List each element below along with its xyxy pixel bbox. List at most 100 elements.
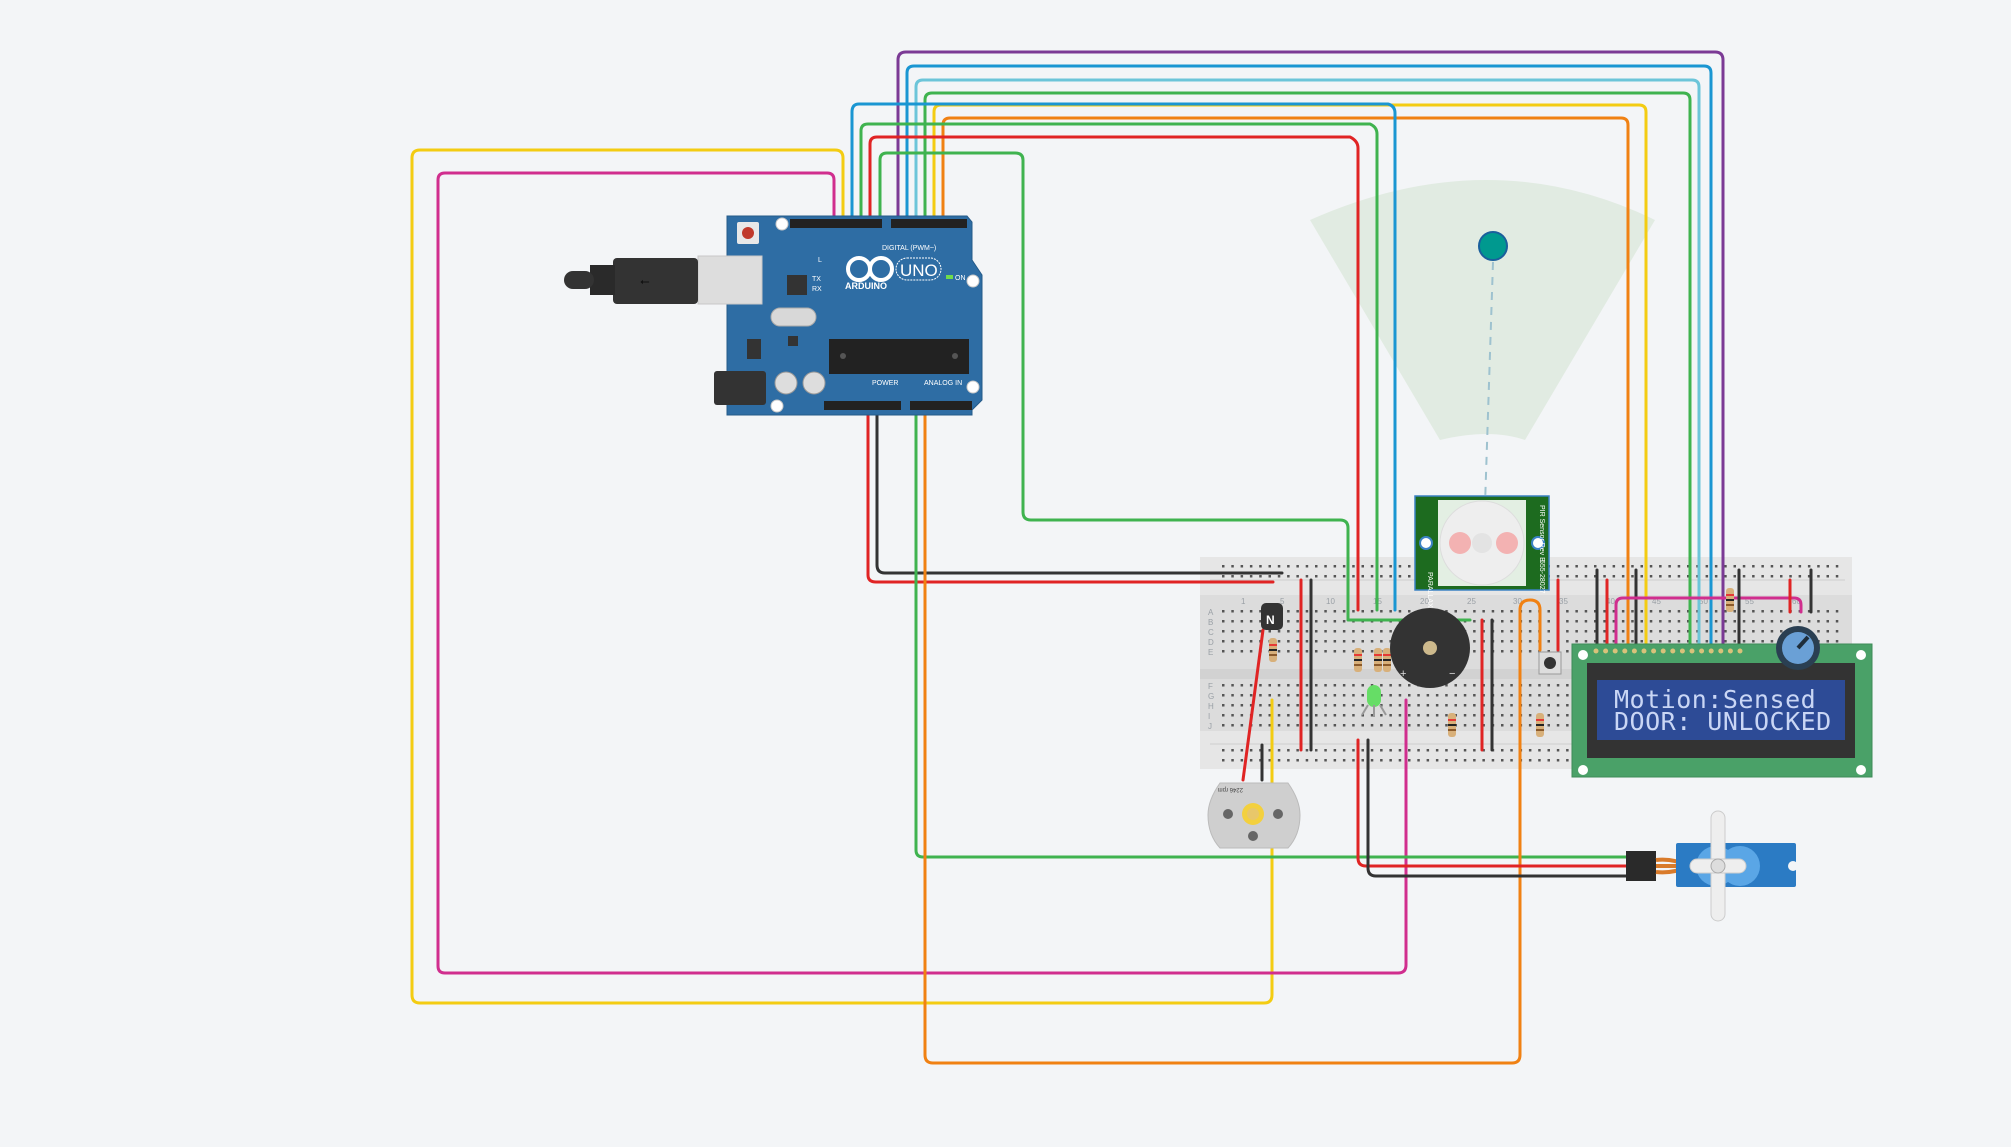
resistor[interactable]: [1448, 713, 1456, 737]
breadboard-hole[interactable]: [1454, 749, 1458, 752]
breadboard-hole[interactable]: [1398, 694, 1402, 697]
breadboard-hole[interactable]: [1268, 749, 1272, 752]
breadboard-hole[interactable]: [1780, 565, 1783, 568]
breadboard-hole[interactable]: [1705, 575, 1709, 578]
breadboard-hole[interactable]: [1594, 640, 1597, 643]
breadboard-hole[interactable]: [1807, 620, 1811, 623]
breadboard-hole[interactable]: [1361, 630, 1365, 633]
breadboard-hole[interactable]: [1296, 694, 1299, 697]
breadboard-hole[interactable]: [1603, 610, 1606, 613]
breadboard-hole[interactable]: [1380, 714, 1383, 717]
breadboard-hole[interactable]: [1315, 714, 1318, 717]
breadboard-hole[interactable]: [1342, 630, 1346, 633]
breadboard-hole[interactable]: [1547, 630, 1551, 633]
breadboard-hole[interactable]: [1305, 759, 1309, 762]
breadboard-hole[interactable]: [1528, 694, 1532, 697]
breadboard-hole[interactable]: [1594, 620, 1597, 623]
breadboard-hole[interactable]: [1259, 694, 1262, 697]
breadboard-hole[interactable]: [1408, 575, 1411, 578]
breadboard-hole[interactable]: [1835, 630, 1839, 633]
breadboard-hole[interactable]: [1649, 620, 1653, 623]
breadboard-hole[interactable]: [1501, 759, 1504, 762]
breadboard-hole[interactable]: [1240, 684, 1244, 687]
breadboard-hole[interactable]: [1789, 575, 1792, 578]
breadboard-hole[interactable]: [1352, 610, 1355, 613]
breadboard-hole[interactable]: [1222, 704, 1225, 707]
breadboard-hole[interactable]: [1807, 610, 1811, 613]
breadboard-hole[interactable]: [1649, 640, 1653, 643]
breadboard-hole[interactable]: [1482, 640, 1485, 643]
breadboard-hole[interactable]: [1342, 575, 1346, 578]
breadboard-hole[interactable]: [1389, 565, 1392, 568]
breadboard-hole[interactable]: [1454, 610, 1458, 613]
breadboard-hole[interactable]: [1566, 575, 1569, 578]
breadboard-hole[interactable]: [1668, 565, 1671, 568]
breadboard-hole[interactable]: [1305, 704, 1309, 707]
breadboard-hole[interactable]: [1268, 630, 1272, 633]
breadboard-hole[interactable]: [1296, 630, 1299, 633]
breadboard-hole[interactable]: [1435, 724, 1439, 727]
breadboard-hole[interactable]: [1445, 759, 1448, 762]
breadboard-hole[interactable]: [1249, 575, 1253, 578]
breadboard-hole[interactable]: [1417, 724, 1420, 727]
breadboard-hole[interactable]: [1296, 759, 1299, 762]
breadboard-hole[interactable]: [1277, 724, 1281, 727]
breadboard-hole[interactable]: [1584, 565, 1588, 568]
breadboard-hole[interactable]: [1594, 575, 1597, 578]
breadboard-hole[interactable]: [1380, 749, 1383, 752]
breadboard-hole[interactable]: [1501, 650, 1504, 653]
breadboard-hole[interactable]: [1380, 724, 1383, 727]
lcd-pin[interactable]: [1699, 648, 1705, 654]
breadboard-hole[interactable]: [1761, 630, 1764, 633]
breadboard-hole[interactable]: [1575, 610, 1578, 613]
breadboard-hole[interactable]: [1240, 610, 1244, 613]
breadboard-hole[interactable]: [1501, 714, 1504, 717]
breadboard-hole[interactable]: [1342, 694, 1346, 697]
breadboard-hole[interactable]: [1342, 610, 1346, 613]
lcd-pin[interactable]: [1737, 648, 1743, 654]
breadboard-hole[interactable]: [1277, 714, 1281, 717]
breadboard-hole[interactable]: [1556, 575, 1560, 578]
breadboard-hole[interactable]: [1324, 620, 1327, 623]
breadboard-hole[interactable]: [1621, 620, 1625, 623]
breadboard-hole[interactable]: [1556, 749, 1560, 752]
breadboard-hole[interactable]: [1380, 694, 1383, 697]
breadboard-hole[interactable]: [1631, 620, 1634, 623]
breadboard-hole[interactable]: [1222, 684, 1225, 687]
breadboard-hole[interactable]: [1621, 610, 1625, 613]
breadboard-hole[interactable]: [1240, 724, 1244, 727]
resistor[interactable]: [1383, 648, 1391, 672]
breadboard-hole[interactable]: [1714, 640, 1718, 643]
breadboard-hole[interactable]: [1752, 630, 1755, 633]
breadboard-hole[interactable]: [1482, 620, 1485, 623]
breadboard-hole[interactable]: [1454, 759, 1458, 762]
breadboard-hole[interactable]: [1277, 704, 1281, 707]
breadboard-hole[interactable]: [1222, 724, 1225, 727]
lcd-pin[interactable]: [1631, 648, 1637, 654]
breadboard-hole[interactable]: [1649, 565, 1653, 568]
breadboard-hole[interactable]: [1389, 575, 1392, 578]
breadboard-hole[interactable]: [1296, 684, 1299, 687]
breadboard-hole[interactable]: [1380, 640, 1383, 643]
breadboard-hole[interactable]: [1631, 575, 1634, 578]
breadboard-hole[interactable]: [1556, 565, 1560, 568]
breadboard-hole[interactable]: [1352, 575, 1355, 578]
breadboard-hole[interactable]: [1287, 684, 1290, 687]
breadboard-hole[interactable]: [1342, 650, 1346, 653]
breadboard-hole[interactable]: [1315, 759, 1318, 762]
breadboard-hole[interactable]: [1333, 575, 1337, 578]
breadboard-hole[interactable]: [1231, 724, 1234, 727]
breadboard-hole[interactable]: [1305, 684, 1309, 687]
breadboard-hole[interactable]: [1649, 610, 1653, 613]
dc-motor[interactable]: 2246 rpm: [1207, 782, 1301, 849]
breadboard-hole[interactable]: [1315, 620, 1318, 623]
breadboard-hole[interactable]: [1324, 749, 1327, 752]
breadboard-hole[interactable]: [1482, 694, 1485, 697]
breadboard-hole[interactable]: [1259, 565, 1262, 568]
breadboard-hole[interactable]: [1296, 575, 1299, 578]
breadboard-hole[interactable]: [1528, 714, 1532, 717]
potentiometer[interactable]: [1776, 626, 1820, 670]
breadboard-hole[interactable]: [1296, 620, 1299, 623]
breadboard-hole[interactable]: [1649, 575, 1653, 578]
breadboard-hole[interactable]: [1342, 704, 1346, 707]
